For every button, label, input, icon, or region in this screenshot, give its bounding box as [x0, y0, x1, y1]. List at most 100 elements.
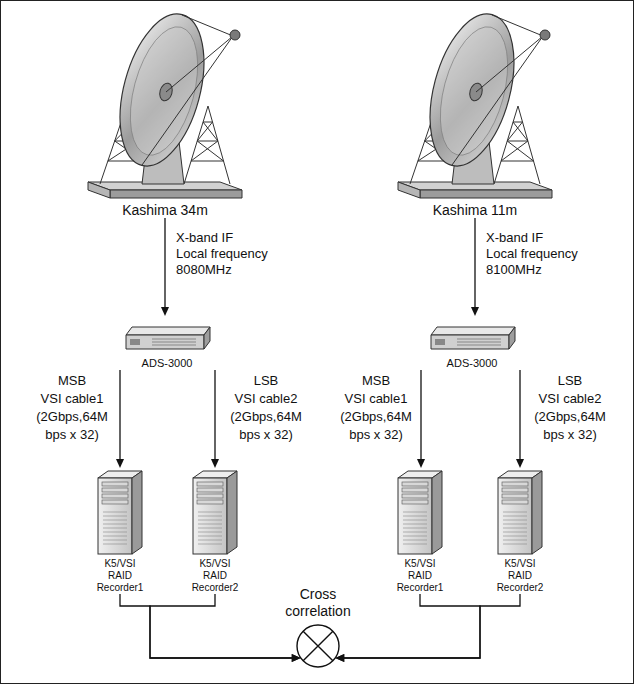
illustration-part	[428, 19, 520, 162]
correlator-symbol	[296, 624, 340, 668]
illustration-part	[403, 516, 427, 517]
illustration-part	[502, 488, 528, 492]
illustration-part	[503, 528, 527, 529]
illustration-part	[130, 339, 140, 345]
recorder-server: K5/VSI RAID Recorder2	[485, 468, 555, 594]
illustration-part	[204, 327, 210, 349]
illustration-part	[152, 339, 196, 345]
illustration-part	[102, 494, 128, 498]
connector-line	[519, 370, 520, 461]
arrow-head	[471, 307, 479, 316]
arrow-head	[516, 459, 524, 468]
node-label: K5/VSI RAID Recorder2	[485, 558, 555, 594]
edge-label: MSB VSI cable1 (2Gbps,64M bps x 32)	[22, 372, 122, 444]
illustration-part	[198, 512, 222, 513]
edge-label: MSB VSI cable1 (2Gbps,64M bps x 32)	[326, 372, 426, 444]
node-label: K5/VSI RAID Recorder1	[385, 558, 455, 594]
illustration-part	[403, 524, 427, 525]
illustration-part	[230, 30, 240, 40]
illustration-part	[142, 15, 233, 165]
illustration-part	[431, 327, 515, 335]
illustration-part	[457, 339, 501, 345]
illustration-part	[110, 190, 242, 198]
illustration-part	[102, 488, 128, 492]
illustration-part	[126, 335, 204, 349]
illustration-part	[503, 540, 527, 541]
illustration-part	[403, 544, 427, 545]
illustration-part	[502, 482, 528, 486]
illustration-part	[540, 30, 550, 40]
illustration-part	[198, 516, 222, 517]
illustration-part	[103, 516, 127, 517]
illustration-part	[402, 488, 428, 492]
illustration-part	[532, 471, 542, 554]
illustration-part	[503, 524, 527, 525]
illustration-part	[509, 327, 515, 349]
correlator-circle: Cross correlation	[296, 624, 340, 668]
illustration-part	[398, 182, 420, 198]
connector-line	[150, 594, 294, 658]
connector-arrow	[161, 218, 169, 316]
illustration-part	[103, 540, 127, 541]
illustration-part	[126, 327, 210, 335]
connector-line	[420, 370, 421, 461]
illustration-part	[303, 631, 333, 661]
illustration-part	[402, 482, 428, 486]
illustration-part	[503, 516, 527, 517]
connector-line	[214, 370, 215, 461]
illustration-part	[103, 544, 127, 545]
illustration-part	[88, 182, 110, 198]
illustration-part	[103, 524, 127, 525]
illustration-part	[398, 478, 432, 554]
node-label: ADS-3000	[417, 356, 527, 370]
illustration-part	[98, 478, 132, 554]
node-label: K5/VSI RAID Recorder2	[180, 558, 250, 594]
illustration-part	[503, 544, 527, 545]
illustration-part	[432, 471, 442, 554]
illustration-part	[118, 19, 210, 162]
illustration-part	[503, 520, 527, 521]
connector-arrow	[335, 594, 480, 662]
antenna-node: Kashima 34m	[80, 6, 250, 218]
antenna-illustration	[390, 6, 560, 202]
server-illustration	[94, 468, 146, 556]
device-illustration	[427, 324, 517, 354]
connector-line	[474, 218, 475, 309]
connector-line	[342, 594, 480, 658]
connector-arrow	[211, 370, 219, 468]
server-illustration	[189, 468, 241, 556]
illustration-part	[198, 532, 222, 533]
sampler-device: ADS-3000	[112, 316, 222, 370]
connector-line	[342, 594, 520, 658]
illustration-part	[435, 339, 445, 345]
illustration-part	[403, 540, 427, 541]
node-label: ADS-3000	[112, 356, 222, 370]
illustration-part	[198, 536, 222, 537]
illustration-part	[503, 512, 527, 513]
illustration-part	[198, 540, 222, 541]
node-label: Kashima 11m	[390, 202, 560, 218]
connector-line	[119, 370, 120, 461]
illustration-part	[503, 532, 527, 533]
edge-label: X-band IF Local frequency 8100MHz	[486, 230, 578, 278]
illustration-part	[103, 512, 127, 513]
illustration-part	[102, 500, 128, 504]
edge-label: LSB VSI cable2 (2Gbps,64M bps x 32)	[216, 372, 316, 444]
server-illustration	[494, 468, 546, 556]
server-illustration	[394, 468, 446, 556]
illustration-part	[103, 532, 127, 533]
recorder-server: K5/VSI RAID Recorder1	[385, 468, 455, 594]
arrow-head	[116, 459, 124, 468]
illustration-part	[198, 520, 222, 521]
illustration-part	[403, 528, 427, 529]
edge-label: X-band IF Local frequency 8080MHz	[176, 230, 268, 278]
illustration-part	[403, 520, 427, 521]
illustration-part	[503, 536, 527, 537]
illustration-part	[103, 528, 127, 529]
connector-line	[164, 218, 165, 309]
node-label: K5/VSI RAID Recorder1	[85, 558, 155, 594]
illustration-part	[197, 482, 223, 486]
connector-arrow	[150, 594, 301, 662]
illustration-part	[198, 528, 222, 529]
